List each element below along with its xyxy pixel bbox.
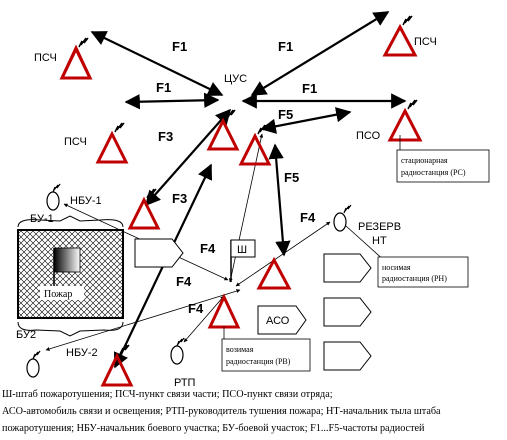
vehicles (134, 238, 372, 371)
callout-rn-line1: носимая (382, 263, 411, 272)
callout-rv-line2: радиостанция (РВ) (226, 357, 291, 366)
callout-rn-line2: радиостанция (РН) (382, 274, 447, 283)
station-psch-mid-left (95, 122, 129, 164)
bu1-brace (17, 215, 124, 228)
legend-line-2: АСО-автомобиль связи и освещения; РТП-ру… (2, 406, 441, 417)
station-nbu2 (100, 344, 134, 387)
legend-line-3: пожаротушения; НБУ-начальник боевого уча… (2, 423, 425, 434)
antenna-icon (146, 188, 157, 199)
station-rtp-vehicle (256, 256, 292, 290)
callout-mobile: возимая радиостанция (РВ) (221, 327, 311, 372)
label-psch-mid-left: ПСЧ (64, 136, 87, 148)
station-nbu1-field (127, 188, 161, 230)
label-bu2: БУ2 (16, 329, 36, 341)
station-triangle (59, 45, 93, 80)
label-psch-top-right: ПСЧ (414, 36, 437, 48)
antenna-icon (78, 37, 89, 48)
station-psch-top-left (59, 37, 93, 80)
freq-f1-top-right: F1 (278, 39, 293, 54)
node-labels: ПСЧ ПСЧ ПСЧ ЦУС ПСО НБУ-1 НБУ-2 БУ-1 БУ2… (16, 36, 437, 389)
callout-stationary: стационарная радиостанция (РС) (396, 135, 490, 183)
label-nt: НТ (372, 235, 387, 247)
freq-f5-upper: F5 (278, 107, 293, 122)
antenna-icon (114, 122, 125, 133)
station-triangle (127, 196, 161, 230)
vehicle-shape (323, 297, 372, 327)
fire-label-bg (40, 286, 84, 300)
link-rtp-portable (183, 295, 225, 343)
aso-label: АСО (266, 315, 290, 327)
station-triangle (387, 107, 423, 142)
station-triangle (207, 293, 241, 329)
portable-radio-rtp (170, 337, 185, 365)
fire-flag-icon (53, 247, 81, 273)
freq-f4-rtp: F4 (188, 301, 204, 316)
station-psch-top-right (382, 15, 418, 57)
freq-f3-lower: F3 (172, 191, 187, 206)
callout-rs-line1: стационарная (401, 156, 448, 165)
station-cus (206, 109, 240, 151)
portable-radio-reserv (333, 204, 352, 232)
station-triangle (256, 256, 292, 290)
station-triangle (238, 132, 272, 166)
label-psch-top-left: ПСЧ (34, 52, 57, 64)
freq-f4-nbu1: F4 (200, 241, 216, 256)
label-rtp: РТП (174, 377, 196, 389)
antenna-icon (52, 183, 61, 193)
vehicle-aso (257, 305, 307, 335)
headquarters-label: Ш (237, 244, 247, 256)
link-cus-psch-top-right (250, 11, 390, 96)
bu2-brace (17, 321, 124, 337)
freq-f4-bu2: F4 (176, 274, 192, 289)
label-nbu2: НБУ-2 (66, 347, 98, 359)
label-nbu1: НБУ-1 (70, 195, 102, 207)
freq-f1-top-left: F1 (172, 39, 187, 54)
vehicle-shape (134, 238, 184, 268)
callout-rs-line2: радиостанция (РС) (401, 168, 466, 177)
headquarters-flag: Ш (230, 239, 256, 282)
antenna-icon (119, 344, 130, 355)
freq-f1-mid-left: F1 (156, 80, 171, 95)
link-cus-psch-mid-left (124, 92, 220, 110)
station-triangle (382, 23, 418, 57)
antenna-icon (225, 109, 236, 120)
antenna-icon (257, 124, 268, 135)
antenna-icon (343, 204, 352, 214)
link-cus-rtp-relay (144, 108, 232, 207)
fire-label: Пожар (44, 289, 72, 300)
legend: Ш-штаб пожаротушения; ПСЧ-пункт связи ча… (2, 386, 507, 437)
antenna-icon (32, 350, 41, 360)
portable-radio-nbu1 (46, 183, 61, 211)
link-f5-vertical (268, 143, 291, 257)
vehicle-shape (323, 253, 372, 283)
callout-rv-line1: возимая (226, 345, 254, 354)
vehicle-shape (323, 341, 372, 371)
station-cus-right (238, 124, 272, 166)
label-bu1: БУ-1 (30, 213, 54, 225)
antenna-icon (176, 337, 185, 347)
antenna-icon (402, 15, 413, 26)
freq-f5-lower: F5 (284, 170, 299, 185)
portable-radio-bu2 (26, 350, 41, 378)
freq-f1-mid-right: F1 (302, 81, 317, 96)
station-triangle (95, 130, 129, 164)
link-cus-psch-top-left (90, 31, 224, 96)
label-cus: ЦУС (224, 73, 247, 85)
station-triangle (100, 352, 134, 387)
callout-portable: носимая радиостанция (РН) (345, 225, 469, 288)
link-pso-cus-f5 (260, 107, 352, 134)
frequency-labels: F1 F1 F1 F1 F3 F3 F5 F5 F4 F4 F4 F4 (156, 39, 317, 316)
fire-area: Пожар (17, 229, 124, 319)
legend-line-1: Ш-штаб пожаротушения; ПСЧ-пункт связи ча… (2, 389, 333, 400)
freq-f3-upper: F3 (158, 129, 173, 144)
label-reserv: РЕЗЕРВ (358, 221, 401, 233)
station-triangle (206, 117, 240, 151)
station-mobile-rv (207, 293, 241, 329)
freq-f4-reserv: F4 (300, 210, 316, 225)
station-pso (387, 99, 423, 142)
antenna-icon (407, 99, 418, 110)
label-pso: ПСО (356, 130, 381, 142)
